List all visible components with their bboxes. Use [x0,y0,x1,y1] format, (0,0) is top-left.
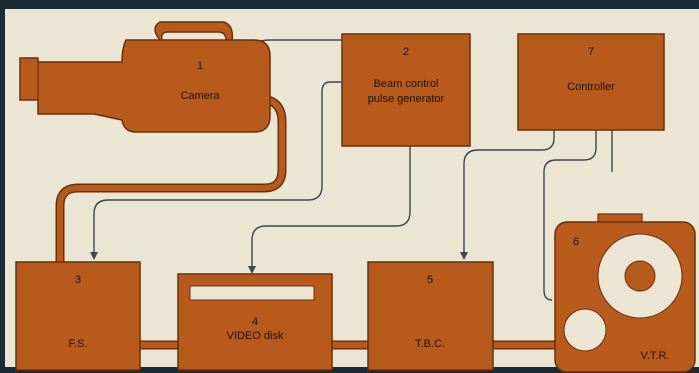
beam-control-block [341,33,471,147]
frame-left [0,0,5,373]
frame-top [0,0,699,9]
beam-to-videodisk-line [248,146,411,274]
camera-shape [19,21,271,133]
disk-slot [189,285,315,301]
frame-bottom [0,367,699,373]
controller-to-vtr-line [543,130,597,301]
fs-block [15,261,141,371]
video-disk-label: VIDEO disk [226,330,284,342]
camera-number: 1 [196,60,204,72]
tbc-label: T.B.C. [415,338,445,350]
beam-number: 2 [402,46,410,58]
signal-lines [90,39,616,301]
vtr-reel-hub [624,260,656,292]
beam-label-line1: Beam control [373,78,439,90]
controller-block [517,33,665,131]
fs-label: F.S. [68,338,88,350]
beam-to-fs-line [90,81,342,260]
tbc-number: 5 [426,274,434,286]
vtr-label: V.T.R. [640,350,670,362]
controller-to-tbc-line [460,130,555,260]
cables [57,97,555,348]
controller-number: 7 [587,46,595,58]
camera-label: Camera [180,90,220,102]
video-disk-number: 4 [251,316,259,328]
vtr-block [554,213,696,373]
fs-number: 3 [74,274,82,286]
vtr-small-reel [563,308,607,352]
camera-to-fs-cable [57,97,285,262]
beam-to-camera-line [254,39,342,48]
vtr-number: 6 [572,236,580,248]
beam-label-line2: pulse generator [367,93,445,105]
controller-label: Controller [567,81,615,93]
tbc-block [367,261,494,371]
camera-block [19,21,271,133]
